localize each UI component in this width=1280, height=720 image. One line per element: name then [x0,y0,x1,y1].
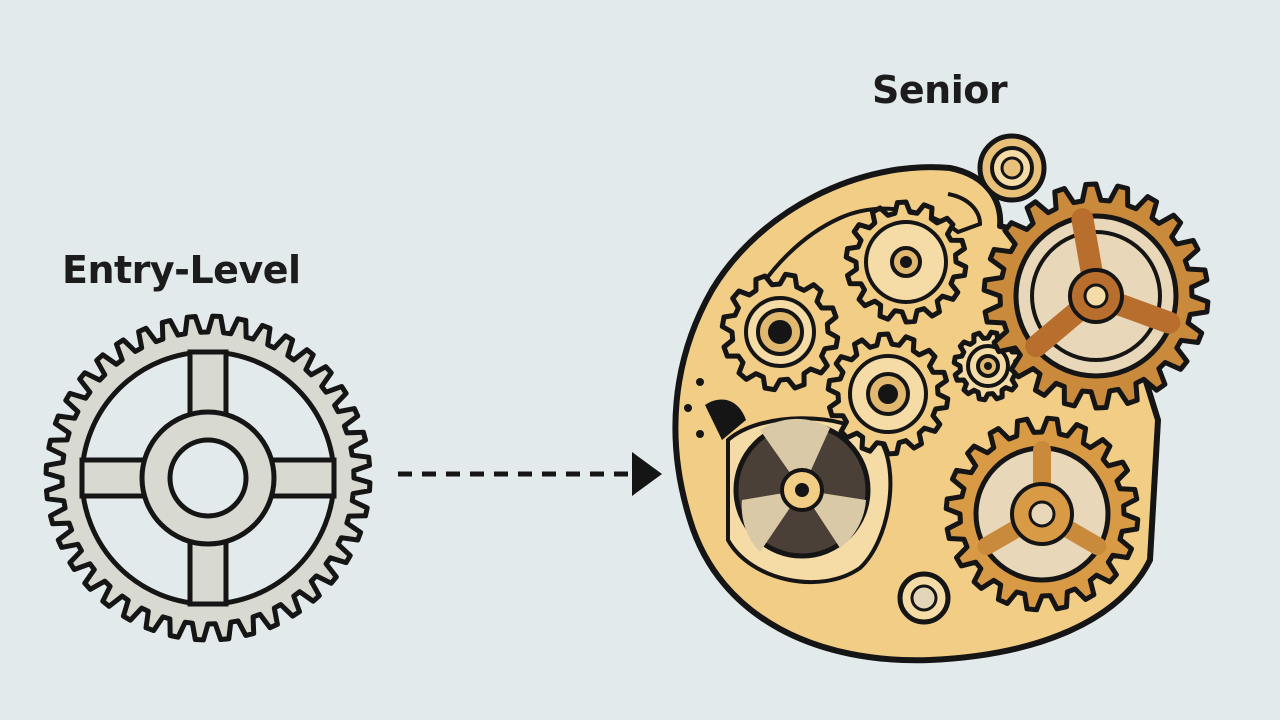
arrow-head [632,452,662,496]
copper-gear-spokes [1013,208,1181,379]
plate-notch [705,399,746,440]
senior-label: Senior [872,68,1008,112]
dark-balance-wheel [733,418,871,559]
gear-hub-hole [167,437,249,519]
entry-level-label: Entry-Level [62,248,301,292]
gear-top-center [843,199,969,325]
gear-left [719,271,841,393]
small-top-gear [977,133,1047,203]
dashed-arrow [398,452,662,496]
plate-groove [750,192,983,302]
gear-middle [825,331,951,457]
small-bottom-gear [897,571,951,625]
simple-gear-icon [43,313,373,643]
complex-gear-mechanism-icon [672,133,1211,664]
bronze-gear-spokes [973,441,1111,583]
